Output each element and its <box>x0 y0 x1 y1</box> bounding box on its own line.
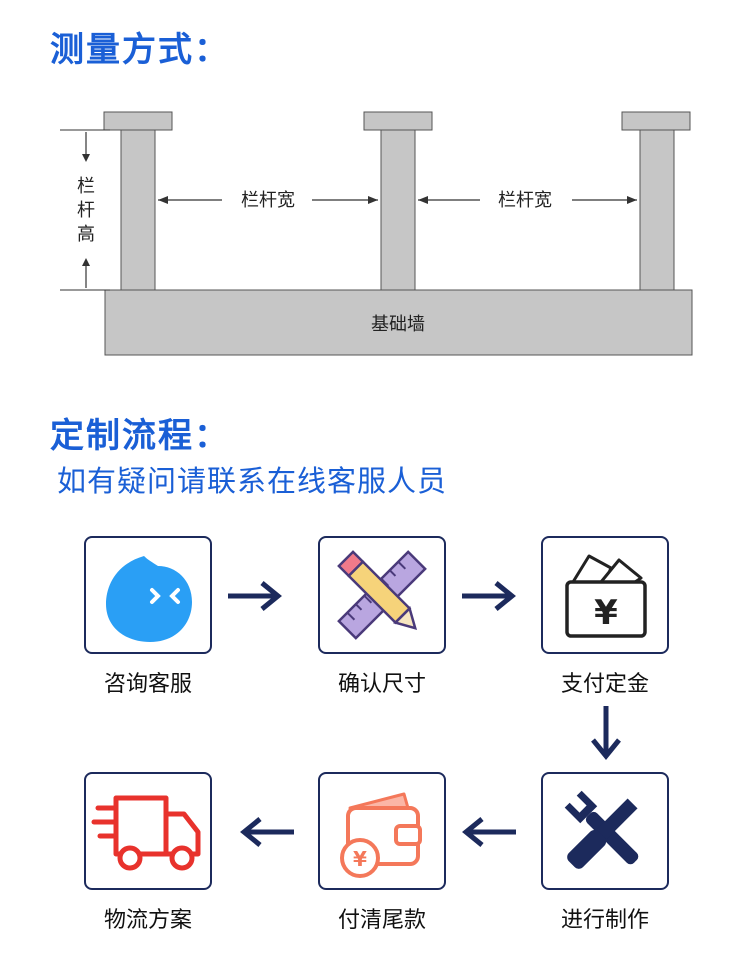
base-wall <box>104 289 693 356</box>
delivery-truck-icon <box>91 795 201 871</box>
arrow-left-icon <box>462 817 516 847</box>
width1-right-arrow <box>368 196 378 204</box>
arrow-down-icon <box>591 706 621 760</box>
measure-heading: 测量方式： <box>50 30 230 70</box>
width2-left-arrow <box>418 196 428 204</box>
arrow-right-icon <box>228 581 282 611</box>
width-label-2: 栏杆宽 <box>498 190 552 211</box>
process-subheading: 如有疑问请联系在线客服人员 <box>57 464 448 498</box>
ruler-pencil-icon <box>337 550 427 640</box>
height-label-1: 栏 <box>77 176 95 197</box>
height-arrow-up <box>82 258 90 266</box>
width1-left-arrow <box>158 196 168 204</box>
base-wall-label: 基础墙 <box>371 314 425 335</box>
height-arrow-down <box>82 154 90 162</box>
payment-envelope-icon: ¥ <box>565 554 647 638</box>
svg-text:¥: ¥ <box>353 847 367 871</box>
width-label-1: 栏杆宽 <box>241 190 295 211</box>
step-box-measure <box>318 536 446 654</box>
height-label-3: 高 <box>77 224 95 245</box>
pillar-2 <box>380 129 416 291</box>
step-box-final-payment: ¥ <box>318 772 446 890</box>
step-label-deposit: 支付定金 <box>560 672 649 697</box>
pillar-3 <box>639 129 675 291</box>
wallet-icon: ¥ <box>340 792 422 878</box>
step-label-logistics: 物流方案 <box>103 908 192 933</box>
step-box-produce <box>541 772 669 890</box>
arrow-left-icon <box>240 817 294 847</box>
step-label-produce: 进行制作 <box>560 908 649 933</box>
step-label-consult: 咨询客服 <box>103 672 192 697</box>
pillar-cap-3 <box>621 111 691 131</box>
pillar-cap-1 <box>103 111 173 131</box>
process-heading: 定制流程： <box>50 416 230 456</box>
width2-right-arrow <box>627 196 637 204</box>
railing-measurement-diagram: 栏 杆 高 栏杆宽 栏杆宽 基础墙 <box>60 111 693 356</box>
height-label-2: 杆 <box>77 200 95 221</box>
step-box-consult <box>84 536 212 654</box>
chat-bubble-icon <box>106 556 192 642</box>
step-label-measure: 确认尺寸 <box>337 672 426 697</box>
arrow-right-icon <box>462 581 516 611</box>
step-label-final-payment: 付清尾款 <box>337 908 426 933</box>
step-box-deposit: ¥ <box>541 536 669 654</box>
tools-icon <box>564 790 639 869</box>
svg-text:¥: ¥ <box>594 593 618 633</box>
step-box-logistics <box>84 772 212 890</box>
pillar-1 <box>120 129 156 291</box>
pillar-cap-2 <box>363 111 433 131</box>
